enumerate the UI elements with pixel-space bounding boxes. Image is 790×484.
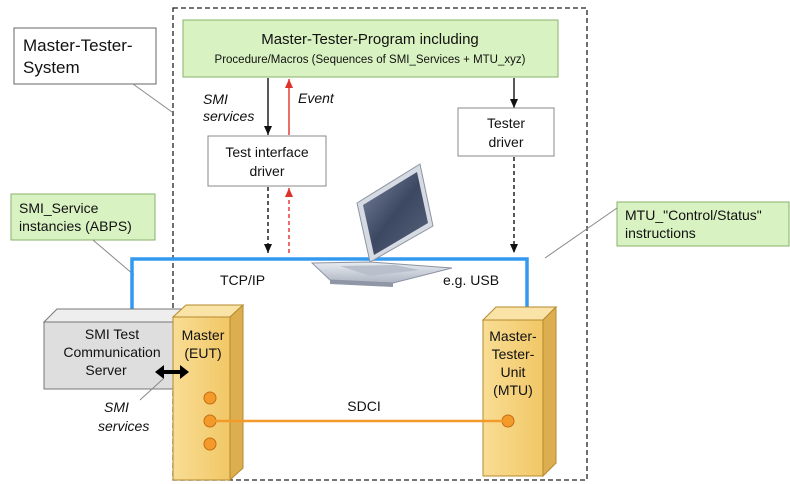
blue-bus-line (130, 257, 529, 320)
system-label-box: Master-Tester- System (13, 27, 157, 85)
system-label-leader (132, 83, 173, 113)
test-interface-driver-line2: driver (249, 163, 284, 179)
smi-service-instancies-leader (92, 239, 135, 276)
mtu-line3: Unit (501, 364, 526, 380)
smi-service-instancies-line2: instancies (ABPS) (19, 218, 132, 234)
mtu-instructions-callout: MTU_"Control/Status" instructions (616, 201, 790, 247)
tcpip-label: TCP/IP (220, 272, 265, 288)
program-subtitle: Procedure/Macros (Sequences of SMI_Servi… (215, 54, 526, 66)
event-label: Event (298, 90, 335, 106)
program-title: Master-Tester-Program including (261, 31, 479, 48)
master-eut-device: Master (EUT) (171, 303, 245, 482)
smi-server-line3: Server (85, 362, 127, 378)
master-port-3 (203, 437, 217, 451)
tester-driver-line1: Tester (487, 115, 525, 131)
mtu-device: Master- Tester- Unit (MTU) (481, 305, 558, 478)
mtu-line4: (MTU) (493, 382, 533, 398)
usb-label: e.g. USB (443, 272, 499, 288)
smi-services-top-line1: SMI (203, 91, 228, 107)
smi-services-top-line2: services (203, 108, 254, 124)
mtu-instructions-line1: MTU_"Control/Status" (625, 207, 762, 223)
tester-driver-line2: driver (488, 134, 523, 150)
test-interface-driver-box: Test interface driver (207, 135, 327, 187)
tester-driver-box: Tester driver (457, 107, 555, 157)
test-interface-driver-line1: Test interface (225, 144, 308, 160)
smi-service-instancies-line1: SMI_Service (19, 200, 99, 216)
laptop-icon (310, 163, 453, 287)
system-boundary (172, 7, 588, 481)
smi-server-line1: SMI Test (85, 326, 139, 342)
server-master-double-arrow (155, 365, 189, 379)
master-port-1 (203, 391, 217, 405)
system-label-line1: Master-Tester- (23, 36, 133, 55)
program-box: Master-Tester-Program including Procedur… (182, 19, 559, 78)
smi-service-instancies-callout: SMI_Service instancies (ABPS) (10, 193, 156, 241)
mtu-instructions-leader (544, 207, 618, 259)
master-line2: (EUT) (184, 345, 221, 361)
mtu-line1: Master- (489, 328, 537, 344)
smi-services-bottom-leader (139, 378, 164, 401)
smi-services-bottom-line1: SMI (104, 399, 129, 415)
mtu-line2: Tester- (492, 346, 535, 362)
smi-server-line2: Communication (63, 344, 160, 360)
sdci-label: SDCI (347, 398, 380, 414)
smi-services-bottom-line2: services (98, 418, 149, 434)
system-label-line2: System (23, 58, 80, 77)
mtu-instructions-line2: instructions (625, 225, 696, 241)
master-line1: Master (182, 327, 225, 343)
